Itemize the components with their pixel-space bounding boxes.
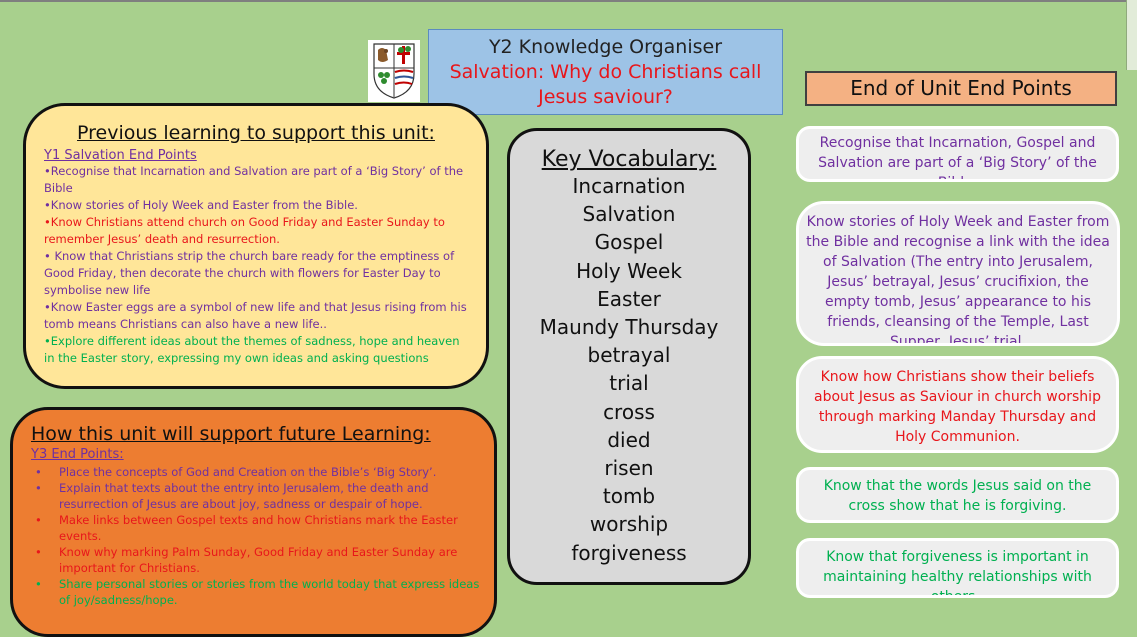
previous-learning-subheading: Y1 Salvation End Points	[44, 148, 197, 163]
vocabulary-word: Maundy Thursday	[539, 315, 719, 340]
future-item: Know why marking Palm Sunday, Good Frida…	[31, 544, 480, 576]
vocabulary-word: trial	[609, 371, 649, 396]
end-points-header: End of Unit End Points	[805, 71, 1117, 106]
vocabulary-word: Salvation	[582, 202, 676, 227]
previous-item: • Know that Christians strip the church …	[44, 249, 455, 297]
future-item: Explain that texts about the entry into …	[31, 480, 480, 512]
vocabulary-word: died	[607, 427, 651, 452]
vocabulary-word: risen	[604, 456, 654, 481]
end-point-box: Know that forgiveness is important in ma…	[796, 538, 1119, 598]
vocabulary-word: Gospel	[594, 230, 664, 255]
end-point-box: Know stories of Holy Week and Easter fro…	[796, 201, 1120, 346]
previous-item: •Know stories of Holy Week and Easter fr…	[44, 198, 358, 212]
vocabulary-word: Holy Week	[576, 258, 682, 283]
vocabulary-word: worship	[589, 512, 669, 537]
vocabulary-word: Easter	[597, 286, 661, 311]
end-point-box: Know that the words Jesus said on the cr…	[796, 467, 1119, 523]
vocabulary-heading: Key Vocabulary:	[541, 147, 717, 172]
page-title: Y2 Knowledge Organiser Salvation: Why do…	[428, 29, 783, 115]
title-line-2: Salvation: Why do Christians call Jesus …	[449, 61, 762, 108]
title-line-1: Y2 Knowledge Organiser	[488, 36, 723, 58]
previous-item: •Know Easter eggs are a symbol of new li…	[44, 300, 467, 331]
key-vocabulary-panel: Key Vocabulary: Incarnation Salvation Go…	[507, 128, 751, 585]
future-learning-subheading: Y3 End Points:	[31, 447, 124, 462]
vocabulary-word: betrayal	[587, 343, 671, 368]
previous-item: •Know Christians attend church on Good F…	[44, 215, 445, 246]
school-crest-icon	[368, 40, 420, 102]
future-item: Share personal stories or stories from t…	[31, 576, 480, 608]
vocabulary-word: Incarnation	[572, 174, 686, 198]
end-point-box: Know how Christians show their beliefs a…	[796, 356, 1119, 453]
top-border	[0, 0, 1137, 2]
vocabulary-word: tomb	[602, 484, 656, 509]
future-learning-heading: How this unit will support future Learni…	[31, 423, 431, 445]
previous-learning-heading: Previous learning to support this unit:	[77, 122, 435, 144]
previous-item: •Explore different ideas about the theme…	[44, 334, 460, 365]
vocabulary-word: cross	[603, 399, 655, 424]
future-item: Place the concepts of God and Creation o…	[31, 464, 480, 480]
previous-learning-panel: Previous learning to support this unit: …	[23, 103, 489, 389]
future-learning-panel: How this unit will support future Learni…	[10, 407, 497, 637]
corner-tab	[1126, 0, 1137, 70]
vocabulary-word: forgiveness	[571, 540, 687, 565]
previous-item: •Recognise that Incarnation and Salvatio…	[44, 164, 464, 195]
future-item: Make links between Gospel texts and how …	[31, 512, 480, 544]
end-point-box: Recognise that Incarnation, Gospel and S…	[796, 126, 1119, 182]
